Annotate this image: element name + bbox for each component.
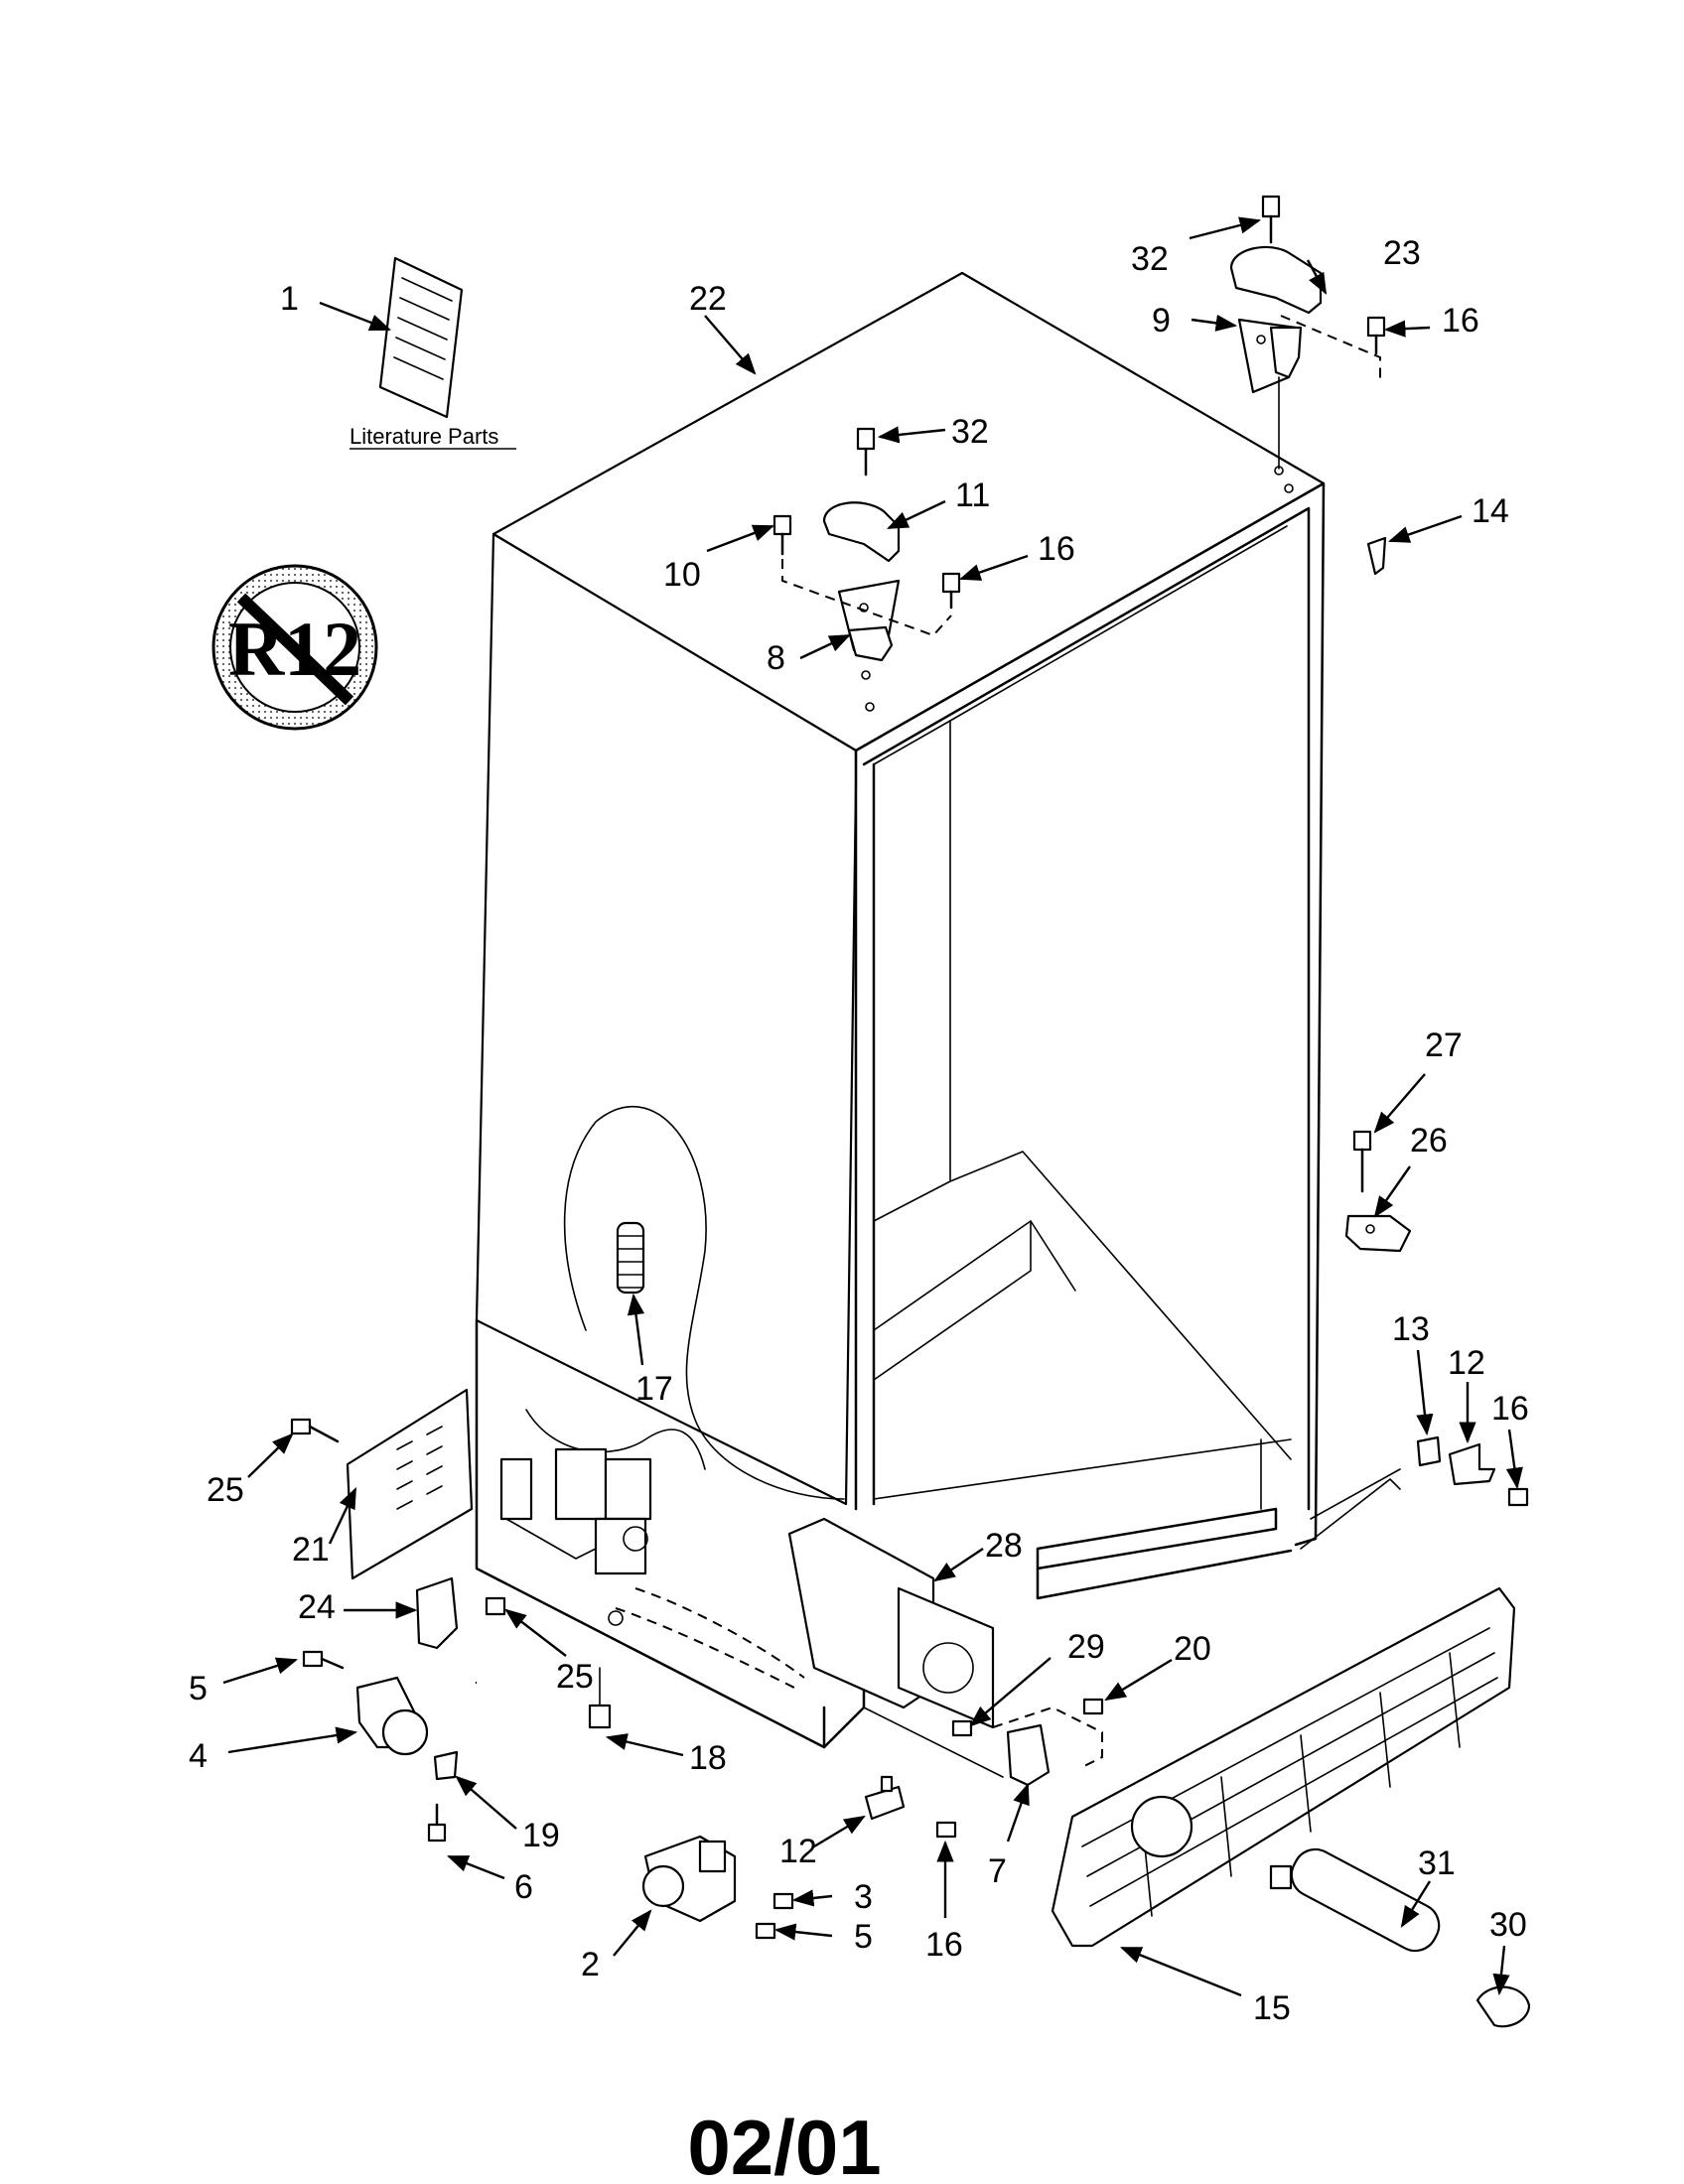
callout-12-lower: 12 [779, 1833, 817, 1870]
callout-15: 15 [1253, 1989, 1291, 2027]
hinge-cover-left [822, 501, 901, 563]
bracket-7 [1006, 1723, 1051, 1787]
callout-12-right: 12 [1448, 1344, 1485, 1382]
callout-31: 31 [1418, 1844, 1456, 1882]
callout-17: 17 [635, 1370, 673, 1408]
water-tube [475, 1667, 612, 1729]
callout-5-left: 5 [189, 1670, 208, 1707]
screw-25-left [290, 1418, 340, 1443]
roller-assembly-left [355, 1676, 429, 1756]
callout-8: 8 [767, 639, 785, 677]
callout-13: 13 [1392, 1310, 1430, 1348]
bracket-12-lower [864, 1775, 906, 1821]
screw-16-right [1366, 316, 1386, 355]
callout-32-right: 32 [1131, 240, 1169, 278]
callout-19: 19 [522, 1817, 560, 1854]
callout-9: 9 [1152, 302, 1171, 340]
screw-16-right-lower [1507, 1487, 1529, 1507]
control-components [499, 1447, 652, 1575]
callout-16-right: 16 [1491, 1390, 1529, 1428]
callout-25-mid: 25 [556, 1658, 594, 1696]
callout-arrows [222, 216, 1523, 1997]
bracket-24 [415, 1576, 459, 1650]
filter-cap [1475, 1985, 1531, 2028]
toe-grille [1051, 1586, 1516, 1948]
callout-5-right: 5 [854, 1918, 873, 1956]
callout-labels: 1 22 32 23 16 9 32 11 10 16 8 14 27 26 1… [189, 234, 1529, 2027]
callout-16-top-left: 16 [1038, 530, 1075, 568]
screw-3 [772, 1892, 794, 1910]
callout-7: 7 [988, 1852, 1007, 1890]
literature-caption: Literature Parts [350, 424, 498, 449]
callout-1: 1 [280, 280, 299, 318]
hinge-cover-right [1229, 245, 1323, 315]
roller-assembly-right [641, 1835, 737, 1923]
callout-4: 4 [189, 1737, 208, 1775]
screw-10 [772, 514, 792, 556]
callout-21: 21 [292, 1531, 330, 1569]
bracket-12-right [1448, 1442, 1496, 1486]
screw-25-mid [485, 1596, 506, 1616]
no-r12-symbol: R12 [211, 564, 378, 731]
screw-20 [1082, 1698, 1104, 1715]
callout-32-left: 32 [951, 413, 989, 451]
spring-coil [616, 1221, 645, 1295]
top-hinge-left [837, 579, 901, 712]
screw-5-left [302, 1650, 345, 1670]
callout-23: 23 [1383, 234, 1421, 272]
callout-28: 28 [985, 1527, 1023, 1565]
louver-panel [346, 1388, 474, 1580]
bracket-26 [1344, 1214, 1412, 1253]
callout-16-top-right: 16 [1442, 302, 1479, 340]
screw-32-left [856, 427, 876, 477]
callout-27: 27 [1425, 1026, 1463, 1064]
screw-32-right [1261, 195, 1281, 244]
callout-24: 24 [298, 1588, 336, 1626]
callout-25-left: 25 [207, 1471, 244, 1509]
screw-6 [427, 1803, 447, 1843]
date-code: 02/01 [687, 2104, 881, 2184]
callout-2: 2 [581, 1946, 600, 1983]
screw-27 [1352, 1130, 1372, 1193]
callout-6: 6 [514, 1868, 533, 1906]
bracket-13 [1416, 1435, 1442, 1467]
drain-tubes [608, 1587, 805, 1689]
refrigerator-cabinet [475, 271, 1401, 1778]
callout-3: 3 [854, 1878, 873, 1916]
callout-11: 11 [955, 477, 990, 514]
callout-16-lower: 16 [925, 1926, 963, 1964]
callout-18: 18 [689, 1739, 727, 1777]
callout-22: 22 [689, 280, 727, 318]
screw-16-left [941, 572, 961, 610]
top-hinge-right [1237, 318, 1303, 493]
callout-26: 26 [1410, 1122, 1448, 1160]
callout-29: 29 [1067, 1628, 1105, 1666]
clip-19 [433, 1750, 459, 1781]
callout-30: 30 [1489, 1906, 1527, 1944]
screw-5-right [755, 1922, 776, 1940]
callout-20: 20 [1174, 1630, 1211, 1668]
door-stop-clip [1366, 536, 1387, 576]
callout-10: 10 [663, 556, 701, 594]
screw-16-lower [935, 1821, 957, 1839]
screw-29 [951, 1719, 973, 1737]
literature-booklet: Literature Parts [350, 256, 516, 450]
water-valve-housing [787, 1517, 995, 1729]
callout-14: 14 [1472, 492, 1509, 530]
